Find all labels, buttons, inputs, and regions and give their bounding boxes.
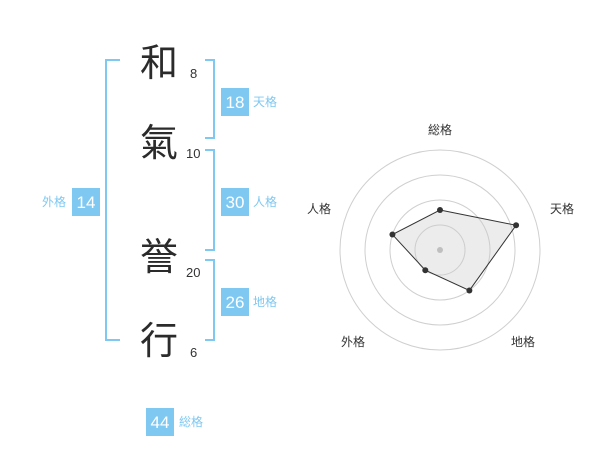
radar-label-gaikaku: 外格 [341, 335, 366, 349]
gaikaku-label: 外格 [42, 195, 67, 209]
chikaku-label: 地格 [253, 295, 278, 309]
soukaku-badge: 44 [146, 408, 174, 436]
stroke-count-1: 8 [190, 66, 198, 81]
radar-label-jinkaku: 人格 [307, 202, 332, 216]
name-char-1: 和 [140, 41, 179, 85]
stroke-count-2: 10 [186, 146, 201, 161]
tenkaku-label: 天格 [253, 95, 278, 109]
name-char-3: 誉 [140, 235, 179, 279]
radar-label-soukaku: 総格 [428, 123, 453, 137]
jinkaku-badge: 30 [221, 188, 249, 216]
soukaku-label: 総格 [179, 415, 204, 429]
radar-ring [339, 149, 541, 351]
chikaku-badge: 26 [221, 288, 249, 316]
radar-label-chikaku: 地格 [511, 335, 536, 349]
radar-label-tenkaku: 天格 [550, 202, 575, 216]
radar-point-4 [422, 267, 429, 274]
radar-ring [364, 174, 516, 326]
radar-ring [389, 199, 491, 301]
stroke-count-3: 20 [186, 265, 201, 280]
radar-point-1 [437, 207, 443, 213]
jinkaku-label: 人格 [253, 195, 278, 209]
radar-point-2 [513, 222, 520, 229]
radar-ring [414, 224, 466, 276]
name-char-2: 氣 [140, 121, 179, 165]
radar-point-5 [389, 231, 396, 238]
tenkaku-badge: 18 [221, 88, 249, 116]
radar-polygon [391, 209, 517, 292]
radar-point-3 [466, 287, 473, 294]
name-char-4: 行 [140, 319, 179, 363]
gaikaku-badge: 14 [72, 188, 100, 216]
radar-center [437, 247, 443, 253]
stroke-count-4: 6 [190, 345, 198, 360]
